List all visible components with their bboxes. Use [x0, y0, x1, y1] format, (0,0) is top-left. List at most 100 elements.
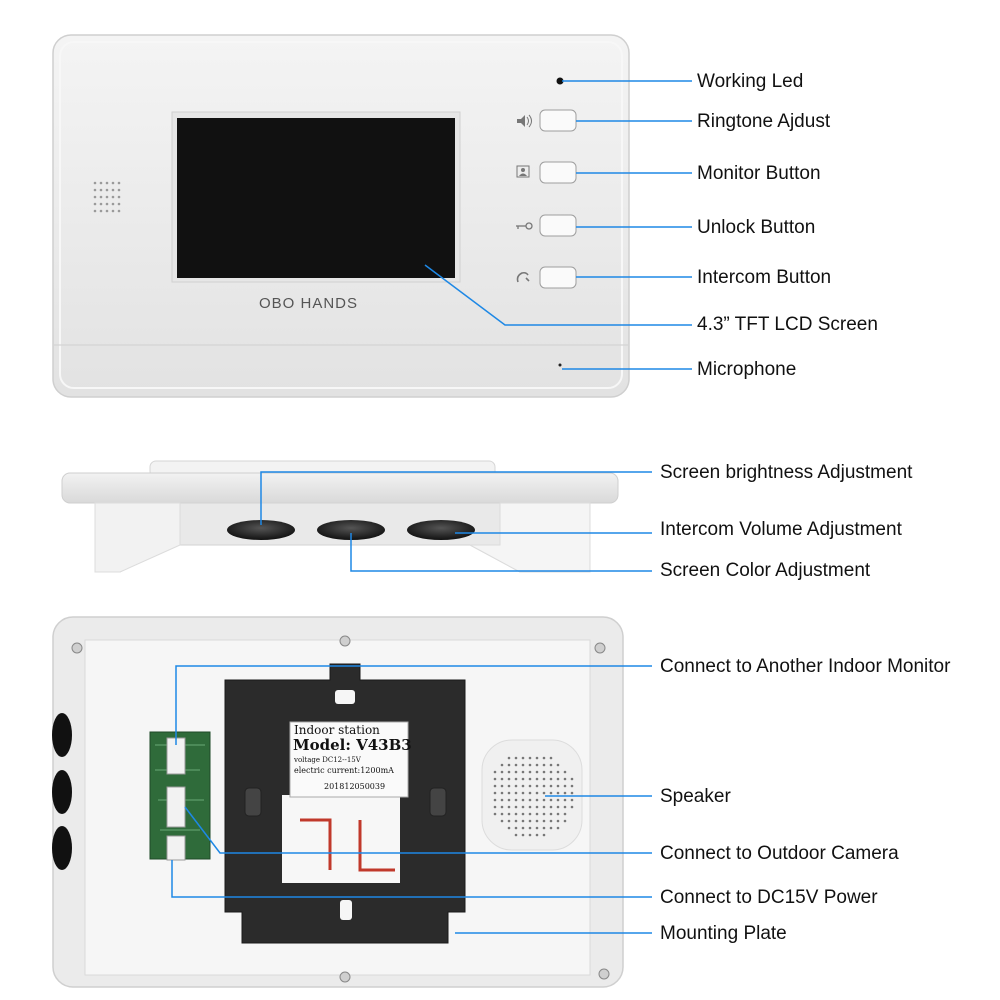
label-intercom-button: Intercom Button	[697, 267, 832, 288]
speaker-hole	[549, 777, 553, 781]
speaker-hole	[556, 770, 560, 774]
speaker-hole	[535, 777, 539, 781]
speaker-hole	[556, 798, 560, 802]
speaker-hole	[556, 763, 560, 767]
speaker-hole	[542, 763, 546, 767]
speaker-housing	[481, 739, 583, 851]
speaker-hole	[542, 784, 546, 788]
speaker-hole	[549, 791, 553, 795]
speaker-hole	[535, 791, 539, 795]
side-knob-1	[52, 713, 72, 757]
speaker-hole	[528, 798, 532, 802]
speaker-hole	[528, 833, 532, 837]
leader-outdoor-camera	[184, 806, 652, 854]
speaker-hole	[549, 805, 553, 809]
speaker-hole	[549, 798, 553, 802]
speaker-hole	[521, 756, 525, 760]
speaker-hole	[521, 805, 525, 809]
label-outdoor-camera: Connect to Outdoor Camera	[660, 843, 899, 864]
speaker-hole	[556, 805, 560, 809]
speaker-hole	[507, 819, 511, 823]
speaker-hole	[528, 791, 532, 795]
speaker-hole	[549, 826, 553, 830]
speaker-hole	[514, 819, 518, 823]
speaker-volume-icon	[517, 114, 532, 128]
speaker-hole	[570, 777, 574, 781]
speaker-hole	[563, 805, 567, 809]
speaker-hole	[542, 833, 546, 837]
speaker-hole	[521, 798, 525, 802]
speaker-hole	[528, 770, 532, 774]
speaker-hole	[521, 791, 525, 795]
label-working-led: Working Led	[697, 71, 804, 92]
speaker-hole	[500, 805, 504, 809]
speaker-hole	[542, 777, 546, 781]
speaker-hole	[493, 770, 497, 774]
plate-slot-right	[429, 787, 447, 817]
speaker-hole	[528, 777, 532, 781]
speaker-hole	[500, 798, 504, 802]
speaker-hole	[500, 777, 504, 781]
speaker-hole	[493, 777, 497, 781]
speaker-hole	[563, 819, 567, 823]
nameplate-serial: 201812050039	[324, 782, 386, 791]
speaker-hole	[514, 812, 518, 816]
leader-brightness	[260, 471, 652, 525]
speaker-hole	[542, 770, 546, 774]
speaker-hole	[521, 777, 525, 781]
speaker-hole	[556, 777, 560, 781]
leader-lines	[171, 80, 692, 934]
speaker-hole	[535, 798, 539, 802]
label-screen-color: Screen Color Adjustment	[660, 560, 871, 581]
label-ringtone-adjust: Ringtone Ajdust	[697, 111, 831, 132]
leader-lcd	[424, 264, 692, 326]
ringtone-button	[539, 109, 577, 132]
label-intercom-volume: Intercom Volume Adjustment	[660, 519, 902, 540]
speaker-hole	[493, 791, 497, 795]
speaker-hole	[514, 798, 518, 802]
label-mounting-plate: Mounting Plate	[660, 923, 787, 944]
side-knob-3	[52, 826, 72, 870]
person-icon	[516, 165, 530, 178]
back-view	[52, 616, 624, 988]
bottom-housing-top	[61, 472, 619, 504]
speaker-hole	[500, 784, 504, 788]
speaker-hole	[507, 770, 511, 774]
speaker-hole	[549, 756, 553, 760]
speaker-hole	[507, 777, 511, 781]
working-led	[556, 77, 564, 85]
speaker-hole	[521, 826, 525, 830]
speaker-hole	[535, 784, 539, 788]
connector-power	[166, 835, 186, 861]
brightness-knob	[227, 520, 295, 540]
speaker-hole	[570, 784, 574, 788]
speaker-hole	[556, 784, 560, 788]
speaker-hole	[535, 763, 539, 767]
speaker-hole	[549, 784, 553, 788]
speaker-hole	[535, 833, 539, 837]
speaker-hole	[500, 819, 504, 823]
speaker-hole	[535, 805, 539, 809]
key-icon	[516, 222, 533, 230]
speaker-hole	[535, 756, 539, 760]
speaker-grille	[493, 756, 574, 837]
speaker-hole	[521, 770, 525, 774]
speaker-hole	[493, 798, 497, 802]
nameplate-title: Indoor station	[294, 723, 380, 737]
leader-dc-power	[171, 860, 652, 898]
speaker-hole	[528, 805, 532, 809]
speaker-hole	[570, 798, 574, 802]
speaker-hole	[549, 812, 553, 816]
speaker-hole	[570, 805, 574, 809]
speaker-hole	[493, 812, 497, 816]
handset-icon	[516, 271, 530, 283]
color-knob	[317, 520, 385, 540]
plate-slot-left	[244, 787, 262, 817]
speaker-hole	[549, 770, 553, 774]
plate-slot-top	[335, 690, 355, 704]
speaker-hole	[514, 784, 518, 788]
plate-window	[282, 795, 400, 883]
speaker-hole	[556, 819, 560, 823]
volume-knob	[407, 520, 475, 540]
